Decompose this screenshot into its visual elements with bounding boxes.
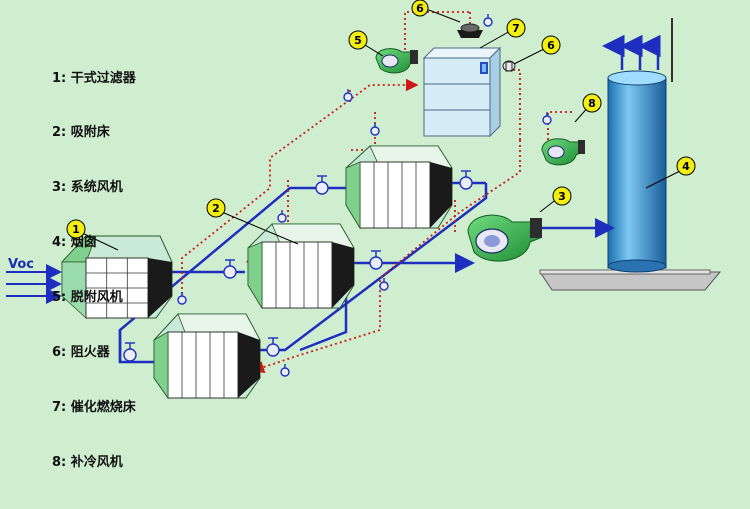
legend-item-3: 3: 系统风机 xyxy=(52,179,136,197)
callout-4-number: 4 xyxy=(682,160,690,173)
voc-inlet-arrows xyxy=(6,264,62,304)
legend-num: 2: xyxy=(52,125,67,141)
legend-num: 7: xyxy=(52,399,67,415)
valve-14 xyxy=(277,210,287,223)
callout-1-number: 1 xyxy=(72,223,80,236)
legend-text: 催化燃烧床 xyxy=(70,399,136,415)
legend-text: 烟囱 xyxy=(70,235,97,251)
adsorption-bed-top xyxy=(345,145,453,230)
callout-5: 5 xyxy=(348,30,368,50)
callout-2: 2 xyxy=(206,198,226,218)
process-diagram: 1: 干式过滤器 2: 吸附床 3: 系统风机 4: 烟囱 5: 脱附风机 6:… xyxy=(6,0,722,470)
callout-3-number: 3 xyxy=(558,190,566,203)
diagram-canvas xyxy=(6,6,722,400)
valve-11 xyxy=(177,292,187,305)
legend-num: 8: xyxy=(52,454,67,470)
valve-4 xyxy=(369,250,383,270)
legend-num: 3: xyxy=(52,180,67,196)
callout-6-top: 6 xyxy=(411,0,429,17)
legend-item-5: 5: 脱附风机 xyxy=(52,289,136,307)
chimney-stack xyxy=(607,77,667,269)
valve-13 xyxy=(379,278,389,291)
legend-item-2: 2: 吸附床 xyxy=(52,124,136,142)
valve-5 xyxy=(459,170,473,190)
voc-inlet-label: Voc xyxy=(8,257,34,272)
legend-num: 5: xyxy=(52,290,67,306)
legend-item-6: 6: 阻火器 xyxy=(52,344,136,362)
legend-num: 1: xyxy=(52,70,67,86)
callout-4: 4 xyxy=(676,156,696,176)
valve-12 xyxy=(280,364,290,377)
legend-num: 4: xyxy=(52,235,67,251)
callout-5-number: 5 xyxy=(354,34,362,47)
valve-1 xyxy=(123,342,137,362)
callout-2-number: 2 xyxy=(212,202,220,215)
callout-3: 3 xyxy=(552,186,572,206)
callout-6-right-number: 6 xyxy=(547,39,555,52)
legend-text: 吸附床 xyxy=(70,125,110,141)
valve-10 xyxy=(542,112,552,125)
legend-text: 脱附风机 xyxy=(70,290,123,306)
adsorption-bed-bottom xyxy=(153,313,261,400)
legend-num: 6: xyxy=(52,345,67,361)
dry-filter xyxy=(61,235,173,319)
callout-layer: Voc 1 2 3 4 5 6 7 6 xyxy=(8,0,696,272)
flame-arrestor-right xyxy=(502,60,516,72)
legend-item-1: 1: 干式过滤器 xyxy=(52,70,136,88)
flame-arrestor-top xyxy=(457,23,483,38)
legend-item-8: 8: 补冷风机 xyxy=(52,454,136,472)
catalytic-combustion-bed xyxy=(422,46,502,138)
valve-7 xyxy=(343,89,353,102)
callout-8: 8 xyxy=(582,93,602,113)
callout-7: 7 xyxy=(506,18,526,38)
valve-6 xyxy=(266,337,280,357)
system-fan xyxy=(467,214,542,262)
valve-3 xyxy=(315,175,329,195)
legend-text: 补冷风机 xyxy=(70,454,123,470)
legend-text: 系统风机 xyxy=(70,180,123,196)
callout-1: 1 xyxy=(66,219,86,239)
valve-2 xyxy=(223,259,237,279)
cooling-fan xyxy=(541,138,585,166)
callout-6-top-number: 6 xyxy=(416,2,424,15)
callout-6-right: 6 xyxy=(541,35,561,55)
legend-item-4: 4: 烟囱 xyxy=(52,234,136,252)
adsorption-bed-middle xyxy=(247,223,355,310)
legend-item-7: 7: 催化燃烧床 xyxy=(52,399,136,417)
valve-9 xyxy=(483,14,493,27)
chimney xyxy=(539,18,722,291)
desorption-fan xyxy=(375,48,418,74)
valve-8 xyxy=(370,123,380,136)
callout-8-number: 8 xyxy=(588,97,596,110)
legend-text: 干式过滤器 xyxy=(70,70,136,86)
legend-text: 阻火器 xyxy=(70,345,110,361)
valves xyxy=(123,14,552,377)
callout-7-number: 7 xyxy=(512,22,520,35)
